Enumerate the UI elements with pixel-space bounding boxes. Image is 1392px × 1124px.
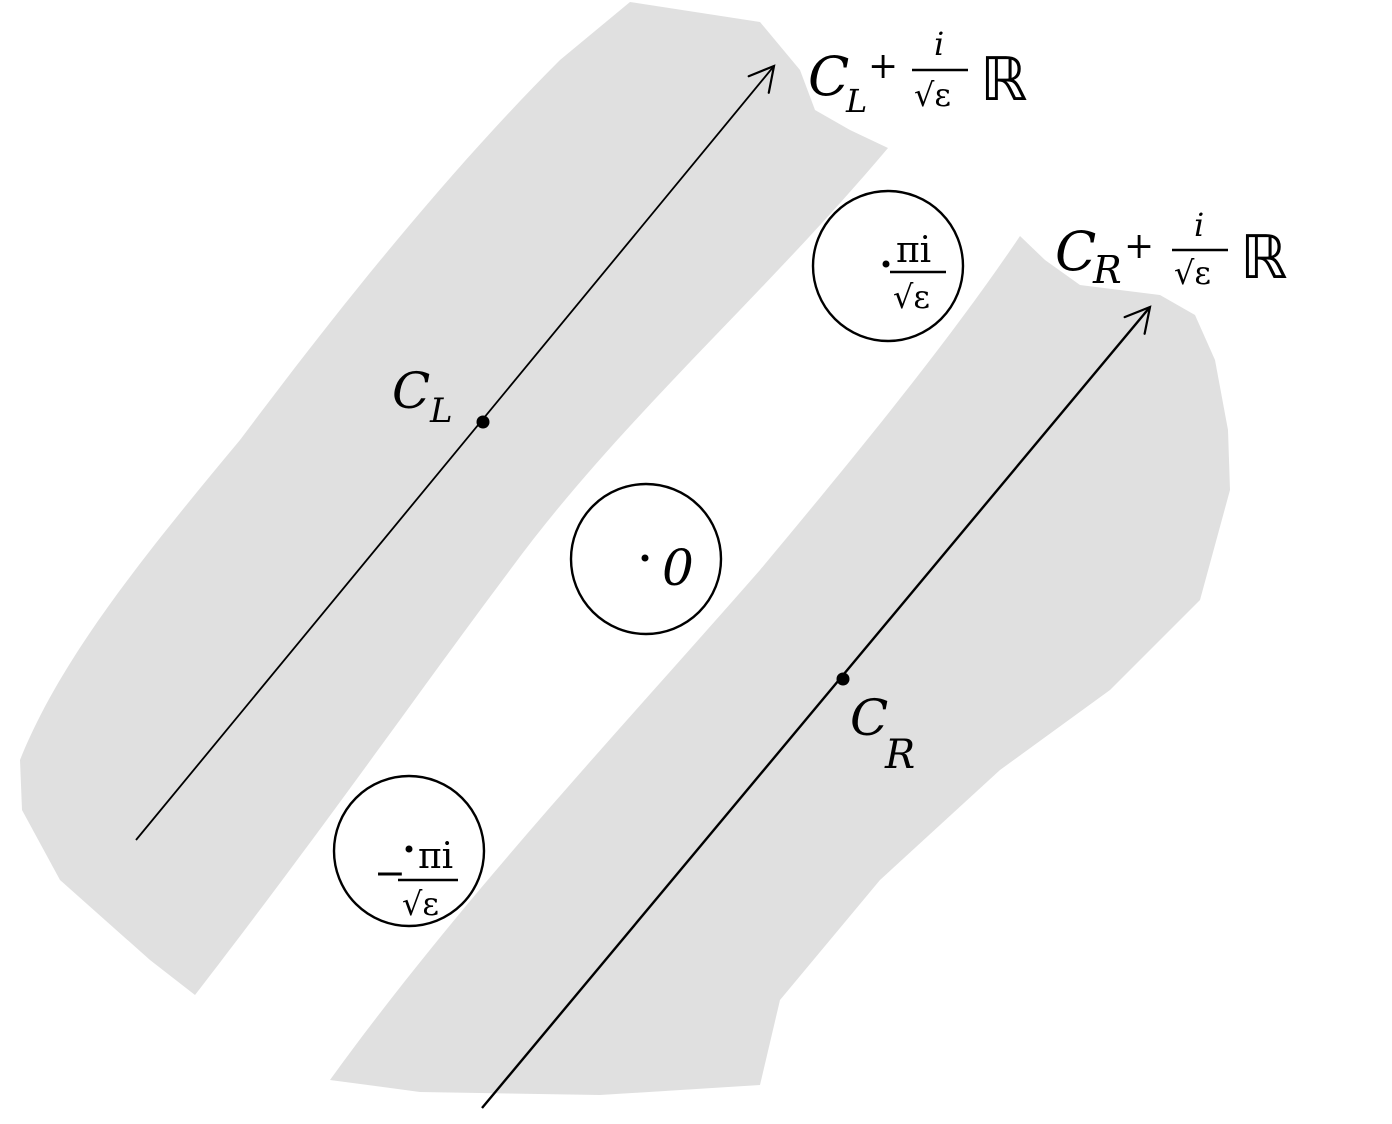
right-line-label-set: ℝ (1240, 223, 1288, 293)
right-line-label-den: √ε (1174, 254, 1211, 292)
pole-mid-label: 0 (662, 539, 694, 597)
pole-mid-dot (641, 554, 649, 562)
pole-bottom-circle (332, 774, 486, 928)
right-line-label-num: i (1194, 206, 1204, 244)
left-line-label-plus: + (868, 46, 898, 87)
c-right-subscript: R (884, 732, 915, 778)
pole-bottom-num: πi (418, 836, 453, 877)
right-line-label-base: C (1055, 220, 1096, 283)
c-right-point (836, 672, 850, 686)
c-right-label: C (850, 689, 888, 747)
pole-bottom-den: √ε (402, 885, 439, 923)
right-contour-line (481, 305, 1152, 1109)
c-left-label: C (392, 362, 430, 420)
right-line-label-plus: + (1124, 226, 1154, 267)
pole-top-label: πi √ε (890, 230, 946, 316)
left-shaded-strip (20, 2, 888, 995)
pole-bottom-sign: − (374, 851, 406, 895)
right-shaded-strip (330, 236, 1230, 1095)
pole-top-num: πi (896, 230, 931, 271)
left-line-label-set: ℝ (980, 45, 1028, 115)
c-left-point (476, 415, 490, 429)
pole-top-dot (882, 260, 890, 268)
pole-top-circle (811, 189, 965, 343)
left-contour-line (135, 64, 776, 841)
pole-bottom-dot (405, 845, 413, 853)
pole-top-den: √ε (893, 278, 930, 316)
left-line-label-den: √ε (914, 76, 951, 114)
left-line-label-num: i (934, 25, 944, 63)
left-line-label: C L + i √ε ℝ (808, 25, 1028, 120)
right-line-label: C R + i √ε ℝ (1055, 206, 1288, 293)
c-left-subscript: L (429, 391, 453, 431)
pole-mid-circle (569, 482, 723, 636)
left-line-label-base: C (808, 45, 849, 108)
pole-bottom-label: − πi √ε (374, 836, 458, 923)
right-line-label-sub: R (1092, 248, 1122, 292)
left-line-label-sub: L (845, 82, 867, 120)
